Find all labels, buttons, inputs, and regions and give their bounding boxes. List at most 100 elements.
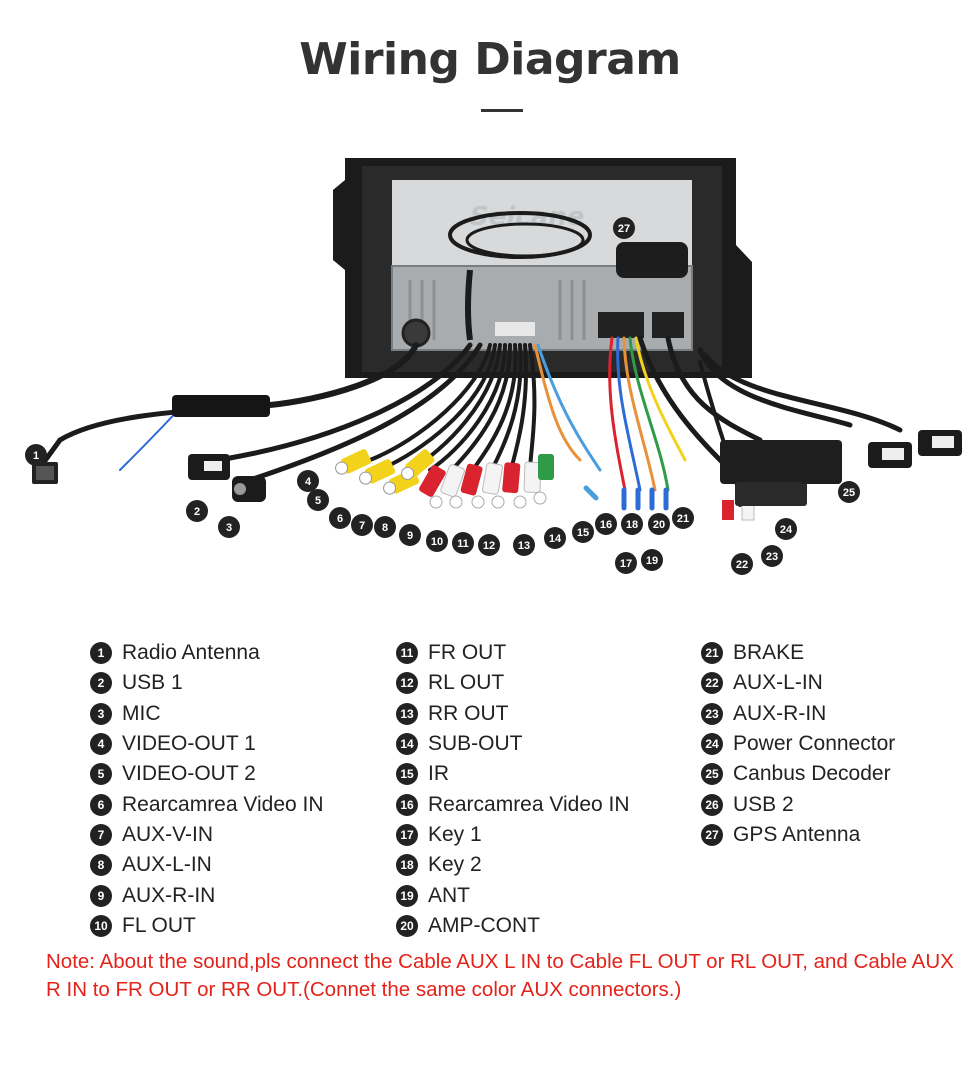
legend-label: BRAKE: [733, 641, 805, 665]
legend-number: 10: [90, 914, 112, 937]
legend-item: 7 AUX-V-IN: [90, 820, 324, 850]
legend-label: Key 1: [428, 822, 482, 846]
legend-number: 16: [396, 793, 418, 816]
callout-18: 18: [621, 513, 643, 535]
wire-tips: [583, 485, 669, 511]
svg-text:13: 13: [518, 540, 530, 552]
svg-text:17: 17: [620, 558, 632, 570]
svg-text:22: 22: [736, 559, 748, 571]
legend-number: 13: [396, 702, 418, 725]
legend-label: Canbus Decoder: [733, 762, 891, 786]
svg-text:8: 8: [382, 522, 388, 534]
legend-label: Rearcamrea Video IN: [122, 792, 324, 816]
legend-number: 27: [701, 823, 723, 846]
svg-text:21: 21: [677, 513, 689, 525]
legend-number: 3: [90, 702, 112, 725]
legend-number: 21: [701, 642, 723, 665]
legend-number: 17: [396, 823, 418, 846]
callout-5: 5: [307, 489, 329, 511]
legend-label: AUX-L-IN: [122, 853, 212, 877]
legend-item: 23 AUX-R-IN: [701, 699, 895, 729]
legend-label: IR: [428, 762, 449, 786]
callout-19: 19: [641, 549, 663, 571]
svg-text:14: 14: [549, 533, 562, 545]
legend-item: 12 RL OUT: [396, 668, 630, 698]
svg-text:5: 5: [315, 495, 321, 507]
svg-text:4: 4: [305, 476, 312, 488]
legend-label: MIC: [122, 701, 161, 725]
power-connector: [720, 440, 842, 506]
legend-number: 6: [90, 793, 112, 816]
callout-12: 12: [478, 534, 500, 556]
legend-label: USB 2: [733, 792, 794, 816]
legend-number: 7: [90, 823, 112, 846]
legend-label: Key 2: [428, 853, 482, 877]
legend-label: ANT: [428, 883, 470, 907]
svg-text:12: 12: [483, 540, 495, 552]
legend-label: Radio Antenna: [122, 641, 260, 665]
callout-13: 13: [513, 534, 535, 556]
svg-text:16: 16: [600, 519, 612, 531]
callout-7: 7: [351, 514, 373, 536]
legend-number: 1: [90, 642, 112, 665]
callout-15: 15: [572, 521, 594, 543]
legend-number: 8: [90, 854, 112, 877]
legend-label: RR OUT: [428, 701, 509, 725]
callout-20: 20: [648, 513, 670, 535]
wiring-illustration: Seicane: [25, 158, 962, 575]
callout-21: 21: [672, 507, 694, 529]
legend-number: 23: [701, 702, 723, 725]
callout-17: 17: [615, 552, 637, 574]
legend-label: SUB-OUT: [428, 732, 523, 756]
callout-9: 9: [399, 524, 421, 546]
radio-antenna-plug: [32, 462, 58, 484]
callout-8: 8: [374, 516, 396, 538]
legend-number: 5: [90, 763, 112, 786]
svg-text:6: 6: [337, 513, 343, 525]
rca-connectors: [335, 449, 755, 521]
legend-label: AUX-L-IN: [733, 671, 823, 695]
legend-label: AUX-V-IN: [122, 822, 214, 846]
svg-text:19: 19: [646, 555, 658, 567]
legend-number: 15: [396, 763, 418, 786]
legend-label: AUX-R-IN: [733, 701, 827, 725]
callout-16: 16: [595, 513, 617, 535]
page-title: Wiring Diagram: [299, 34, 681, 85]
svg-text:23: 23: [766, 551, 778, 563]
svg-text:20: 20: [653, 519, 665, 531]
callout-24: 24: [775, 518, 797, 540]
gps-antenna: [448, 211, 688, 341]
legend-number: 4: [90, 733, 112, 756]
legend-label: RL OUT: [428, 671, 505, 695]
svg-text:27: 27: [618, 223, 630, 235]
legend-label: Rearcamrea Video IN: [428, 792, 630, 816]
callout-10: 10: [426, 530, 448, 552]
legend-item: 19 ANT: [396, 880, 630, 910]
callout-14: 14: [544, 527, 566, 549]
legend-number: 19: [396, 884, 418, 907]
sound-note: Note: About the sound,pls connect the Ca…: [46, 950, 954, 1001]
title-underline: [481, 109, 523, 112]
legend-label: AMP-CONT: [428, 913, 540, 937]
legend-label: FL OUT: [122, 913, 196, 937]
legend-item: 17 Key 1: [396, 820, 630, 850]
legend-item: 3 MIC: [90, 699, 324, 729]
callout-1: 1: [25, 444, 47, 466]
legend-item: 8 AUX-L-IN: [90, 850, 324, 880]
callout-11: 11: [452, 532, 474, 554]
legend-number: 12: [396, 672, 418, 695]
legend-item: 1 Radio Antenna: [90, 638, 324, 668]
svg-text:10: 10: [431, 536, 443, 548]
callout-25: 25: [838, 481, 860, 503]
callout-22: 22: [731, 553, 753, 575]
